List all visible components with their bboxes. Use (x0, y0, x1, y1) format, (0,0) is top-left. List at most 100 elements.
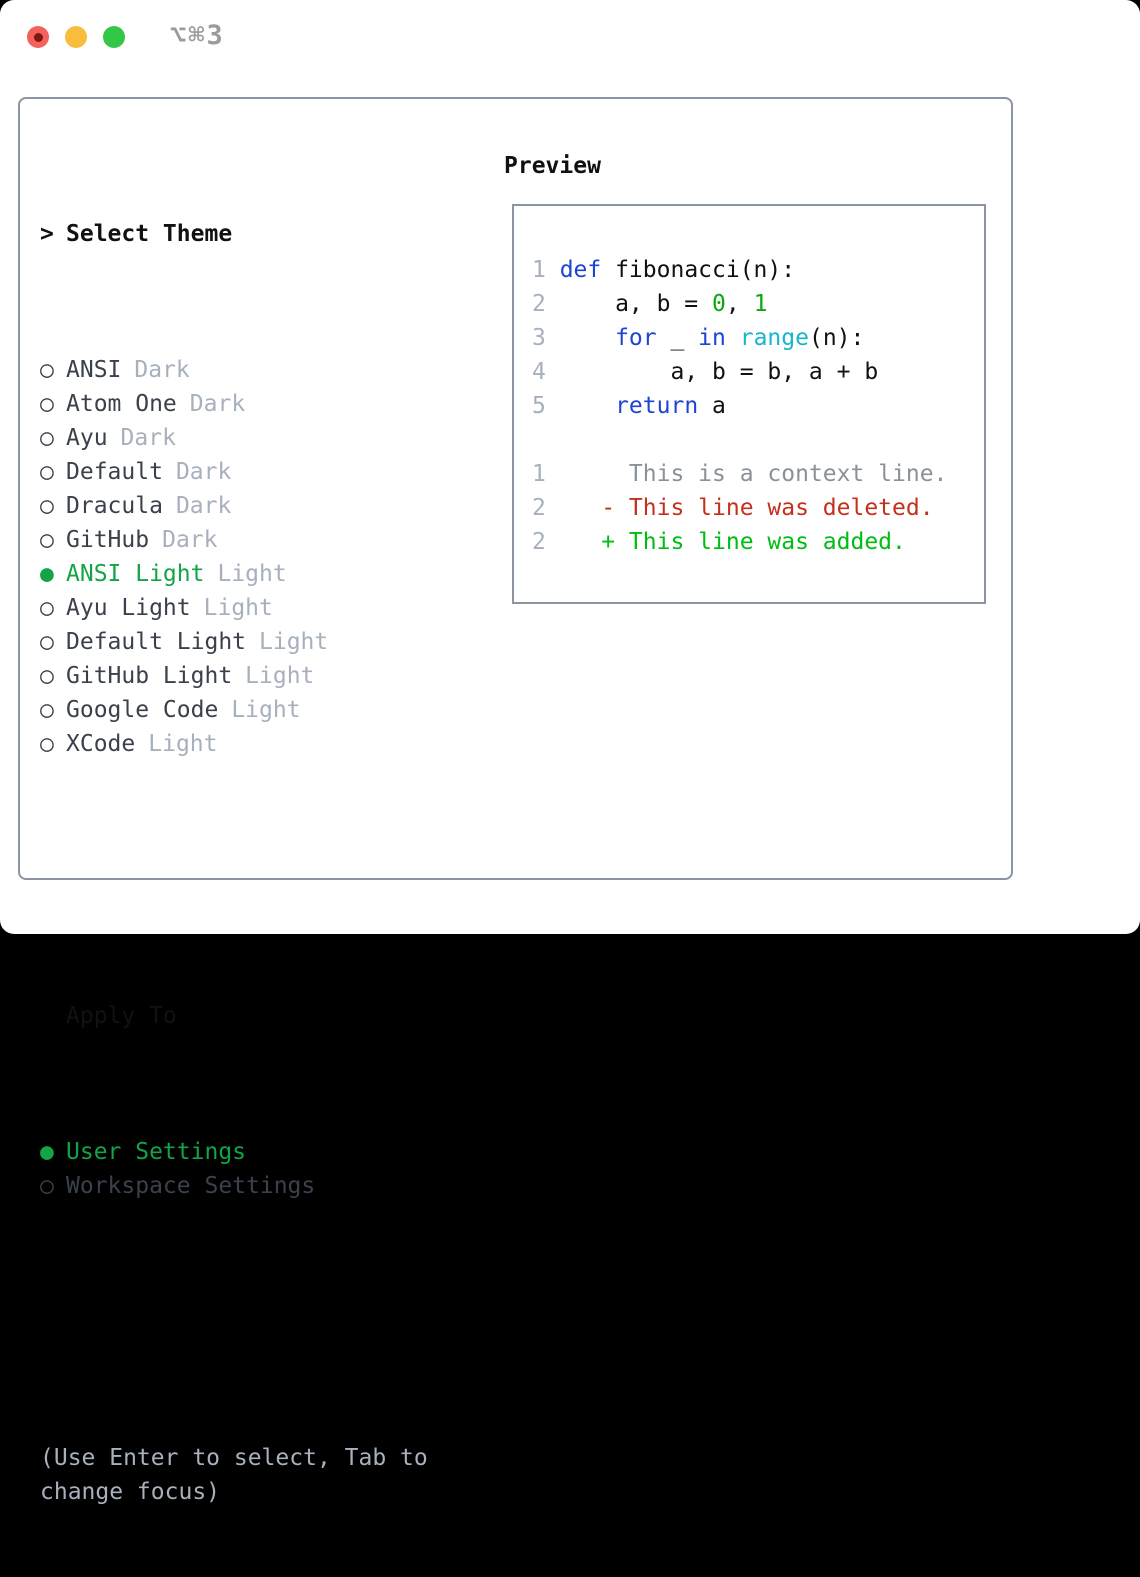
code-token: 0 (712, 291, 726, 317)
prompt-caret-icon: > (40, 221, 54, 247)
theme-name: XCode (66, 731, 136, 757)
theme-option-ansi[interactable]: ○ ANSI Dark (40, 353, 428, 387)
code-token (726, 325, 740, 351)
theme-name: ANSI (66, 357, 122, 383)
radio-icon: ○ (40, 391, 54, 417)
theme-variant-tag: Dark (175, 459, 232, 485)
hint-text: change focus) (40, 1479, 221, 1505)
apply-option-user-settings[interactable]: ● User Settings (40, 1135, 428, 1169)
theme-option-ansi-light[interactable]: ● ANSI Light Light (40, 557, 428, 591)
keyboard-shortcut-label: ⌥⌘3 (170, 20, 225, 51)
theme-variant-tag: Light (217, 561, 287, 587)
code-token: a, b = b, a + b (559, 359, 879, 385)
code-token: for (615, 325, 657, 351)
zoom-button[interactable] (103, 26, 125, 48)
apply-to-header: Apply To (40, 999, 428, 1033)
theme-option-xcode[interactable]: ○ XCode Light (40, 727, 428, 761)
preview-title: Preview (504, 153, 601, 179)
line-number: 2 (532, 291, 546, 317)
apply-to-options: ● User Settings ○ Workspace Settings (40, 1135, 428, 1203)
radio-icon: ○ (40, 527, 54, 553)
radio-icon: ○ (40, 629, 54, 655)
theme-option-github-light[interactable]: ○ GitHub Light Light (40, 659, 428, 693)
radio-selected-icon: ● (40, 1139, 54, 1165)
theme-name: ANSI Light (66, 561, 205, 587)
code-token: - This line was deleted. (559, 495, 934, 521)
theme-option-google-code[interactable]: ○ Google Code Light (40, 693, 428, 727)
theme-option-ayu[interactable]: ○ Ayu Dark (40, 421, 428, 455)
theme-option-atom-one[interactable]: ○ Atom One Dark (40, 387, 428, 421)
minimize-button[interactable] (65, 26, 87, 48)
code-token: _ (656, 325, 699, 351)
theme-name: GitHub Light (66, 663, 233, 689)
code-token: a (698, 393, 726, 419)
radio-icon: ○ (40, 425, 54, 451)
theme-option-ayu-light[interactable]: ○ Ayu Light Light (40, 591, 428, 625)
preview-line: 1 This is a context line. (532, 457, 984, 491)
radio-icon: ○ (40, 459, 54, 485)
radio-icon: ○ (40, 1173, 54, 1199)
code-token (560, 325, 615, 351)
line-number: 1 (532, 461, 546, 487)
code-token: , (725, 291, 754, 317)
theme-variant-tag: Dark (162, 527, 218, 553)
apply-option-label: Workspace Settings (66, 1173, 316, 1199)
theme-name: Default Light (66, 629, 247, 655)
code-token: in (698, 325, 726, 351)
spacer (40, 863, 428, 897)
theme-variant-tag: Dark (189, 391, 246, 417)
preview-line (532, 423, 984, 457)
line-number: 5 (532, 393, 546, 419)
theme-option-default-light[interactable]: ○ Default Light Light (40, 625, 428, 659)
theme-name: Ayu (66, 425, 108, 451)
preview-line: 2 a, b = 0, 1 (532, 287, 984, 321)
theme-variant-tag: Light (259, 629, 329, 655)
record-dot-icon (33, 32, 43, 42)
theme-variant-tag: Dark (134, 357, 190, 383)
theme-option-default[interactable]: ○ Default Dark (40, 455, 428, 489)
radio-selected-icon: ● (40, 561, 54, 587)
code-token: 1 (753, 291, 768, 317)
theme-variant-tag: Light (148, 731, 218, 757)
theme-name: GitHub (66, 527, 150, 553)
window-controls (27, 26, 125, 48)
radio-icon: ○ (40, 493, 54, 519)
line-number: 4 (532, 359, 546, 385)
code-token: fibonacci(n): (601, 257, 796, 283)
preview-line: 2 - This line was deleted. (532, 491, 984, 525)
select-theme-header: >Select Theme (40, 217, 428, 251)
theme-variant-tag: Light (203, 595, 273, 621)
radio-icon: ○ (40, 595, 54, 621)
line-number: 1 (532, 257, 546, 283)
close-button[interactable] (27, 26, 49, 48)
apply-option-workspace-settings[interactable]: ○ Workspace Settings (40, 1169, 428, 1203)
radio-icon: ○ (40, 731, 54, 757)
line-number: 2 (532, 495, 546, 521)
line-number: 3 (532, 325, 546, 351)
code-token: return (615, 393, 699, 419)
radio-icon: ○ (40, 663, 54, 689)
theme-name: Atom One (66, 391, 177, 417)
theme-variant-tag: Light (231, 697, 301, 723)
theme-variant-tag: Dark (120, 425, 176, 451)
code-token: + This line was added. (559, 529, 906, 555)
preview-line: 4 a, b = b, a + b (532, 355, 984, 389)
theme-variant-tag: Light (245, 663, 315, 689)
apply-option-label: User Settings (66, 1139, 247, 1165)
radio-icon: ○ (40, 697, 54, 723)
theme-name: Ayu Light (66, 595, 191, 621)
line-number: 2 (532, 529, 546, 555)
preview-line: 2 + This line was added. (532, 525, 984, 559)
theme-option-github[interactable]: ○ GitHub Dark (40, 523, 428, 557)
theme-name: Default (66, 459, 163, 485)
theme-name: Google Code (66, 697, 219, 723)
radio-icon: ○ (40, 357, 54, 383)
preview-line: 5 return a (532, 389, 984, 423)
